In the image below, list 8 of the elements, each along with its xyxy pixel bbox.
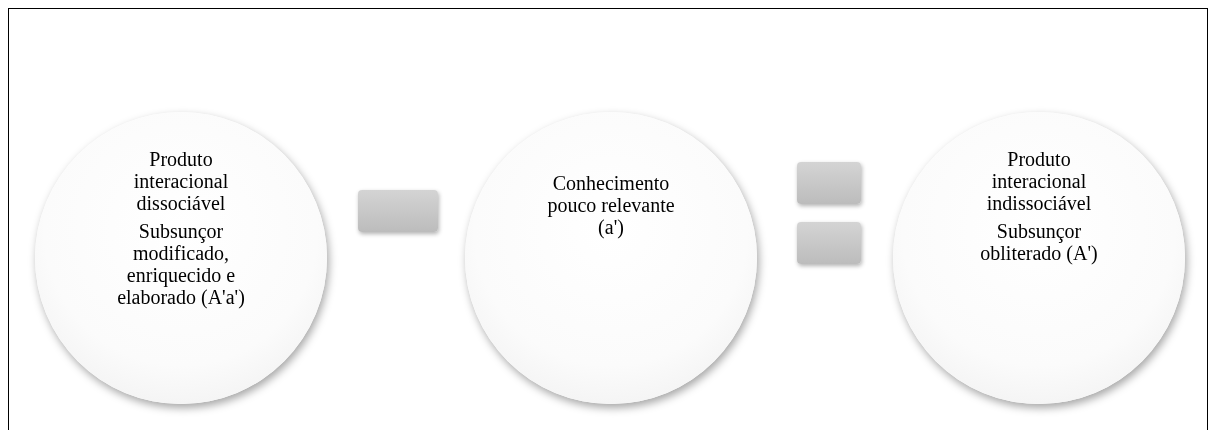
node-text: Conhecimento pouco relevante (a') — [546, 172, 676, 238]
node-text: Subsunçor modificado, enriquecido e elaborado (A'a') — [116, 220, 246, 308]
node-text: Produto interacional dissociável — [132, 148, 230, 214]
operator-bar — [797, 222, 861, 264]
node-text: Produto interacional indissociável — [985, 148, 1093, 214]
operator-bar — [358, 190, 438, 232]
node-text: Subsunçor obliterado (A') — [979, 220, 1099, 264]
operator-bar — [797, 162, 861, 204]
